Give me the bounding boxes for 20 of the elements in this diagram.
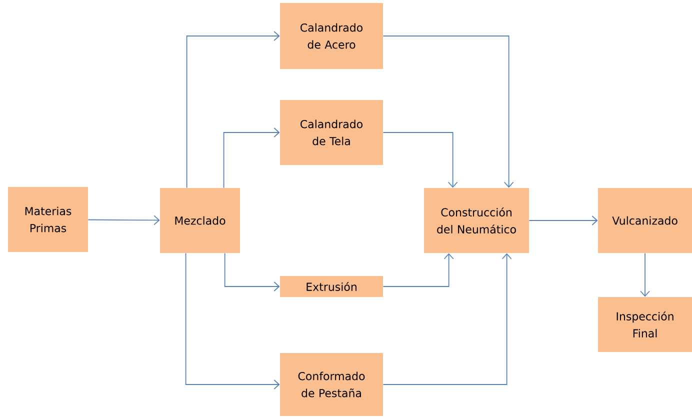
process-box: Inspección Final [598,297,692,352]
arrow [224,252,280,292]
arrow [528,216,598,226]
process-box: Conformado de Pestaña [280,353,383,416]
arrow [186,31,280,188]
arrow [382,253,512,385]
process-box: Construcción del Neumático [424,188,529,253]
process-box: Extrusión [280,276,383,297]
process-box: Materias Primas [8,187,88,252]
process-box: Calandrado de Acero [280,3,383,69]
arrow [88,215,160,226]
process-box: Calandrado de Tela [280,100,383,165]
arrow [382,253,454,287]
arrow [223,128,280,188]
arrow [640,252,650,297]
arrow [382,36,514,188]
process-box: Mezclado [160,188,240,253]
arrow [382,132,458,188]
process-box: Vulcanizado [598,188,692,253]
arrow [185,252,280,390]
